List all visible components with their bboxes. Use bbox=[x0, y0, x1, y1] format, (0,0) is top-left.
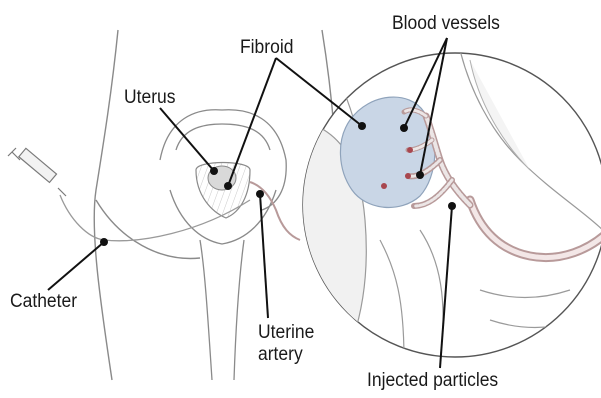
label-catheter: Catheter bbox=[10, 292, 77, 312]
uterus-shape bbox=[196, 163, 250, 219]
label-uterine-artery: Uterine artery bbox=[258, 322, 314, 366]
magnified-view bbox=[300, 50, 601, 370]
label-uterine-artery-line1: Uterine bbox=[258, 322, 314, 344]
label-blood-vessels: Blood vessels bbox=[392, 14, 500, 34]
label-uterine-artery-line2: artery bbox=[258, 344, 314, 366]
uterine-artery bbox=[250, 182, 300, 240]
label-injected-particles: Injected particles bbox=[367, 371, 498, 391]
label-uterus: Uterus bbox=[124, 88, 175, 108]
syringe-icon bbox=[8, 148, 66, 196]
label-fibroid: Fibroid bbox=[240, 38, 293, 58]
